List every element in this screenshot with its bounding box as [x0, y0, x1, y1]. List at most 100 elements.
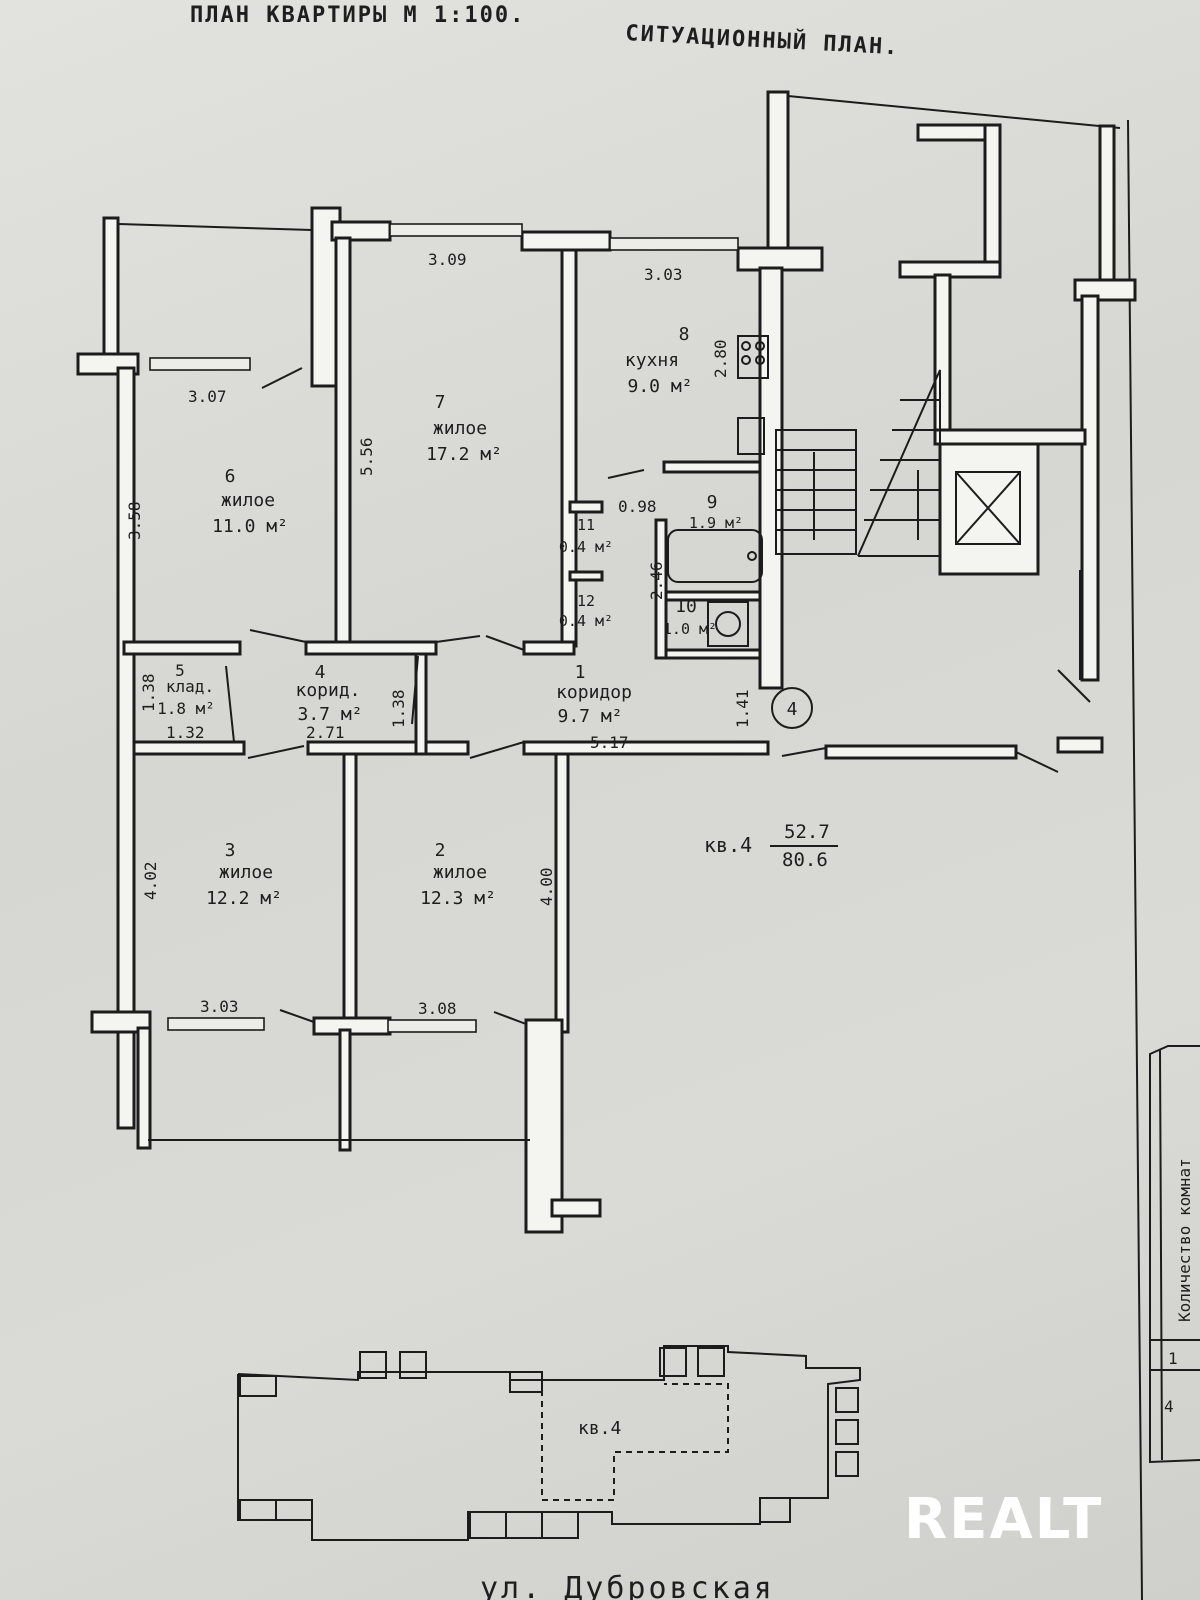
stairs-lower: [775, 429, 857, 555]
dimension-label: 3.07: [188, 387, 227, 406]
room-number: 2: [435, 840, 446, 861]
wall-wc-bottom: [662, 648, 762, 660]
door-swing-entry: [781, 747, 827, 757]
dimension-labels: 3.09 3.03 3.07 5.56 3.58 2.80 0.98 2.46 …: [125, 250, 752, 1018]
room-number: 6: [225, 466, 236, 487]
door-swing-balcony-3: [279, 1009, 315, 1023]
apartment-label: кв.4: [704, 833, 752, 857]
watermark-logo: REALT: [904, 1487, 1103, 1552]
wall-landing-stub: [1056, 736, 1104, 754]
room-area: 1.0 м²: [663, 620, 717, 638]
toilet: [707, 601, 749, 647]
dimension-label: 2.46: [647, 561, 666, 600]
total-area: 80.6: [782, 849, 828, 871]
door-swing-1: [485, 635, 525, 651]
toilet-bowl: [715, 611, 741, 637]
wall-stair-top: [787, 95, 1121, 129]
room-name: клад.: [166, 677, 214, 696]
room-number: 4: [315, 662, 326, 683]
living-area: 52.7: [784, 821, 830, 843]
wall-landing: [933, 428, 1087, 446]
room-area: 11.0 м²: [212, 516, 288, 537]
room-area: 9.7 м²: [557, 706, 622, 727]
wall-bath-top: [662, 460, 762, 474]
wall-top-b: [520, 230, 612, 252]
room-area: 1.8 м²: [157, 699, 215, 718]
wall-shaft-right: [983, 123, 1002, 277]
room-number: 1: [575, 662, 586, 683]
window-room-3: [167, 1017, 265, 1031]
room-labels: 8 кухня 9.0 м² 7 жилое 17.2 м² 6 жилое 1…: [157, 324, 743, 909]
room-area: 0.4 м²: [559, 538, 613, 556]
wall-bottom-right-foot: [550, 1198, 602, 1218]
wall-bottom-pier: [312, 1016, 392, 1036]
site-plan-title: СИТУАЦИОННЫЙ ПЛАН.: [625, 20, 900, 60]
room-area: 1.9 м²: [689, 514, 743, 532]
site-building-outline: [237, 1345, 861, 1541]
wall-closet-top: [122, 640, 242, 656]
wall-2-right: [554, 752, 570, 1034]
door-swing-corridor: [411, 655, 419, 725]
side-table-row: 1: [1168, 1349, 1178, 1368]
room-name: жилое: [433, 862, 487, 883]
door-swing-3: [247, 745, 305, 759]
dimension-label: 3.58: [125, 501, 144, 540]
dimension-label: 2.71: [306, 723, 345, 742]
dimension-label: 1.41: [733, 689, 752, 728]
side-table-header: Количество комнат: [1175, 1158, 1194, 1322]
wall-stair-right-lower: [1080, 294, 1100, 682]
apartment-number-circle: [771, 687, 813, 729]
wall-under-11-12: [522, 640, 576, 656]
dimension-label: 5.17: [590, 733, 629, 752]
room-name: кухня: [625, 350, 679, 371]
room-area: 17.2 м²: [426, 444, 502, 465]
stairs-upper: [857, 369, 941, 557]
elevator-cross-b: [955, 471, 1021, 545]
wall-landing-bottom: [824, 744, 1018, 760]
sheet-border-line: [1127, 119, 1143, 1600]
room-name: коридор: [556, 682, 632, 703]
wall-left-bottom-stub: [90, 1010, 152, 1034]
wall-7-8: [560, 248, 578, 648]
room-number: 10: [675, 596, 697, 617]
wall-6-7: [334, 236, 352, 652]
dimension-label: 1.38: [389, 689, 408, 728]
sink: [737, 417, 765, 455]
walls: [76, 90, 1137, 1234]
site-apartment-label: кв.4: [578, 1418, 621, 1439]
room-area: 9.0 м²: [627, 376, 692, 397]
wall-corridor-4-right: [414, 652, 428, 756]
wall-kitchen-right: [758, 266, 784, 690]
room-area: 0.4 м²: [559, 612, 613, 630]
side-table: Количество комнат 1 4: [1149, 1045, 1200, 1464]
dimension-label: 4.02: [141, 861, 160, 900]
room-number: 3: [225, 840, 236, 861]
door-swing-balcony-2: [493, 1011, 527, 1025]
room-number: 11: [577, 516, 595, 534]
window-room-2: [387, 1019, 477, 1033]
window-room-7: [389, 223, 523, 237]
site-apartment-outline: [541, 1383, 729, 1501]
balcony-bottom-left: [136, 1026, 152, 1150]
bathtub: [667, 529, 763, 583]
dimension-label: 1.32: [166, 723, 205, 742]
door-swing-7: [435, 635, 481, 643]
window-room-6: [149, 357, 251, 371]
dimension-label: 5.56: [357, 437, 376, 476]
room-number: 8: [679, 324, 690, 345]
dimension-label: 3.03: [644, 265, 683, 284]
room-name: жилое: [221, 490, 275, 511]
street-name: ул. Дубровская: [480, 1571, 775, 1600]
room-name: корид.: [295, 680, 360, 701]
dimension-label: 3.08: [418, 999, 457, 1018]
room-number: 7: [435, 392, 446, 413]
wall-closet-bottom: [132, 740, 246, 756]
wall-under-7: [304, 640, 438, 656]
wall-stair-right: [1098, 124, 1116, 288]
room-area: 12.3 м²: [420, 888, 496, 909]
bathtub-drain: [747, 551, 757, 561]
door-swing-balcony-6: [261, 367, 303, 389]
balcony-top-left: [117, 223, 313, 231]
